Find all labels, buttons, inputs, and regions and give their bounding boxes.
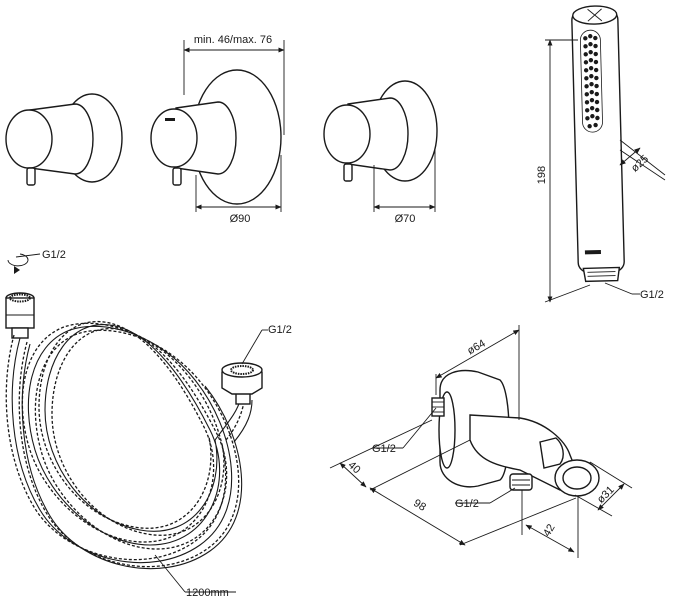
- hose-thread-right-label: G1/2: [268, 324, 292, 336]
- hose-coils: [5, 321, 253, 570]
- hand-shower-thread-label: G1/2: [640, 289, 664, 301]
- outlet-thread-bottom-label: G1/2: [455, 498, 479, 510]
- valve-middle-knob: [150, 108, 198, 168]
- height-42-label: 42: [541, 522, 558, 539]
- diameter-70-label: Ø70: [395, 213, 416, 225]
- valve-right: Ø70: [323, 80, 438, 225]
- hose-thread-left-label: G1/2: [42, 249, 66, 261]
- hose-right-nut: [221, 362, 263, 405]
- hand-shower-connector: [582, 266, 621, 283]
- shower-hose: G1/2 G1/2: [5, 249, 292, 599]
- valve-left-knob: [5, 109, 53, 169]
- valve-right-spout: [343, 163, 353, 182]
- depth-98-label: 98: [411, 497, 428, 514]
- nozzle-pattern: [579, 29, 603, 133]
- wall-outlet: ø64 G1/2 G1/2 40 98 42 ø31: [329, 325, 633, 558]
- diameter-25-label: ø25: [629, 153, 651, 175]
- brand-mark: [584, 249, 601, 255]
- valve-left: [5, 93, 123, 186]
- outlet-thread-top-label: G1/2: [372, 443, 396, 455]
- valve-middle-indicator: [165, 118, 175, 121]
- length-198-label: 198: [536, 166, 548, 184]
- diameter-90-label: Ø90: [230, 213, 251, 225]
- hose-length-label: 1200mm: [186, 587, 229, 599]
- valve-left-spout: [26, 167, 36, 186]
- depth-40-label: 40: [345, 459, 362, 476]
- hand-shower: 198 ø25 G1/2: [536, 5, 666, 303]
- depth-label: min. 46/max. 76: [194, 34, 272, 46]
- hand-shower-body: [571, 9, 625, 273]
- hose-left-nut: [5, 292, 35, 339]
- valve-middle: min. 46/max. 76 Ø90: [150, 34, 285, 225]
- valve-middle-spout: [172, 167, 182, 186]
- valve-right-knob: [323, 104, 371, 164]
- holder-diameter-label: ø31: [595, 484, 617, 506]
